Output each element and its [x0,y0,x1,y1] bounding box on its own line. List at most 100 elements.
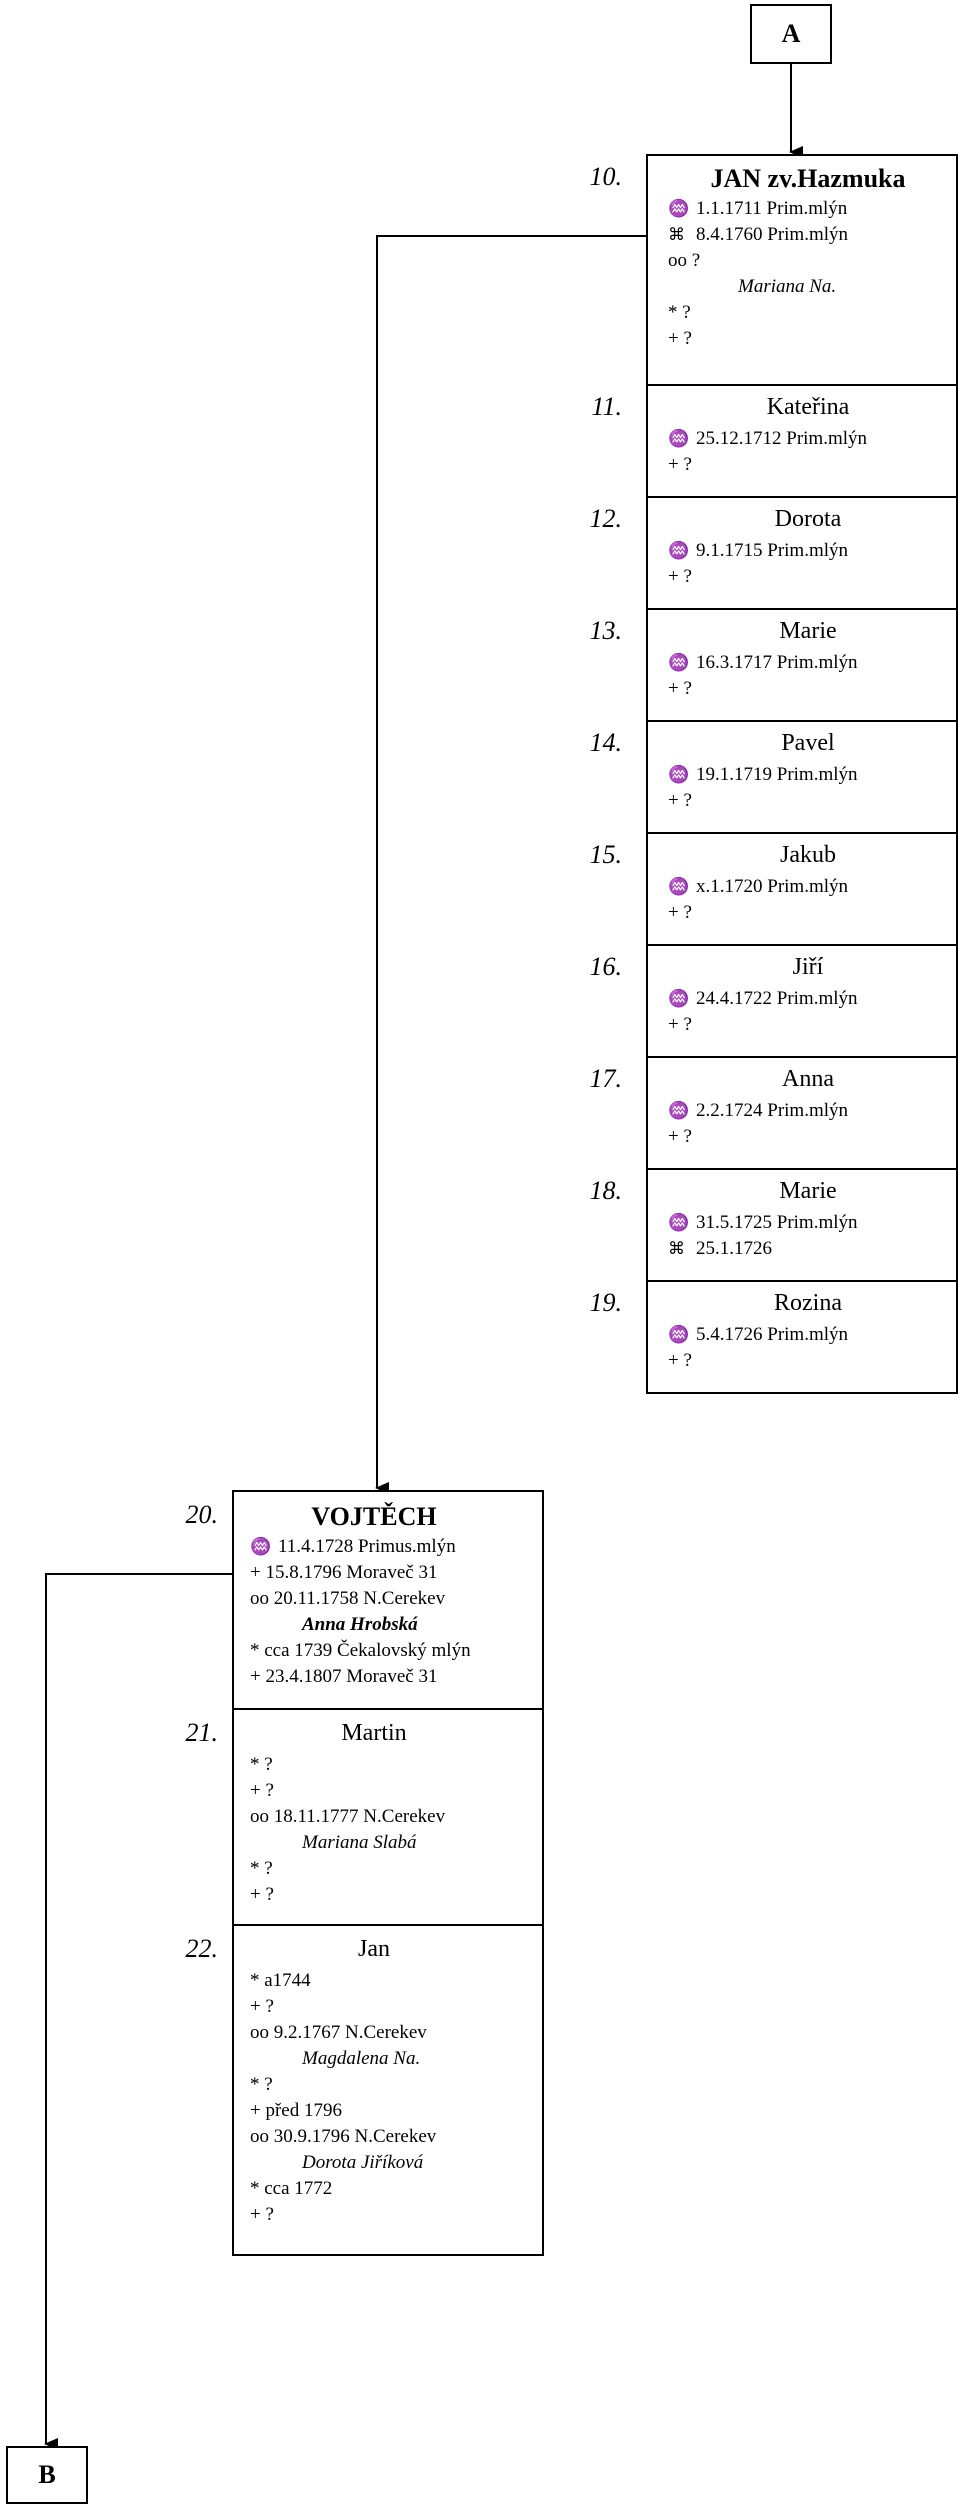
record-text: + ? [250,1996,274,2017]
person-name: Jakub [780,842,836,868]
person-name: Jan [358,1936,390,1962]
baptism-symbol-icon: ♒ [668,989,690,1008]
record-line: oo 18.11.1777 N.Cerekev [250,1806,445,1828]
record-text: x.1.1720 Prim.mlýn [696,876,849,897]
marker-a-label: A [781,19,801,48]
person-name: VOJTĚCH [311,1502,437,1531]
person-entry: Marie ♒ 31.5.1725 Prim.mlýn ⌘ 25.1.1726 [648,1170,956,1282]
person-name: Rozina [774,1290,842,1316]
record-text: 25.12.1712 Prim.mlýn [696,428,868,449]
record-line: + ? [668,1014,692,1036]
baptism-symbol-icon: ♒ [668,1213,690,1232]
record-line: ♒11.4.1728 Primus.mlýn [250,1536,456,1558]
record-text: + ? [668,902,692,923]
record-line: * ? [250,1858,273,1880]
record-text: 25.1.1726 [696,1238,772,1259]
record-line: ♒ x.1.1720 Prim.mlýn [668,876,848,898]
record-line: ♒1.1.1711 Prim.mlýn [668,198,847,220]
record-text: + ? [668,1350,692,1371]
record-text: + ? [668,790,692,811]
record-text: 5.4.1726 Prim.mlýn [696,1324,849,1345]
person-number: 15. [589,840,623,869]
record-line: + ? [250,1780,274,1802]
baptism-symbol-icon: ♒ [668,1101,690,1120]
record-line: ♒ 31.5.1725 Prim.mlýn [668,1212,858,1234]
record-line: + ? [668,328,692,350]
record-text: Dorota Jiříková [302,2152,424,2173]
death-symbol-icon: ⌘ [668,225,685,244]
baptism-symbol-icon: ♒ [668,429,690,448]
spouse-name: Dorota Jiříková [302,2152,423,2174]
record-text: + ? [668,566,692,587]
baptism-symbol-icon: ♒ [668,653,690,672]
person-name: JAN zv.Hazmuka [710,164,906,193]
person-entry: Rozina ♒5.4.1726 Prim.mlýn + ? [648,1282,956,1396]
person-number: 11. [591,392,622,421]
record-line: + ? [250,1996,274,2018]
record-text: 16.3.1717 Prim.mlýn [696,652,858,673]
record-line: ♒19.1.1719 Prim.mlýn [668,764,858,786]
family-panel-upper: JAN zv.Hazmuka ♒1.1.1711 Prim.mlýn ⌘8.4.17… [646,154,958,1394]
record-line: oo ? [668,250,700,272]
record-text: 2.2.1724 Prim.mlýn [696,1100,849,1121]
record-line: ♒ 16.3.1717 Prim.mlýn [668,652,858,674]
person-name: Marie [779,618,837,644]
record-text: 9.1.1715 Prim.mlýn [696,540,849,561]
person-entry: VOJTĚCH ♒11.4.1728 Primus.mlýn + 15.8.1796… [234,1492,542,1710]
record-line: + ? [668,1350,692,1372]
record-text: * ? [250,1754,273,1775]
person-entry: JAN zv.Hazmuka ♒1.1.1711 Prim.mlýn ⌘8.4.17… [648,156,956,386]
record-line: + 15.8.1796 Moraveč 31 [250,1562,438,1584]
record-text: + před 1796 [250,2100,342,2121]
person-name: Jiří [792,954,824,980]
record-line: + ? [668,454,692,476]
record-line: ⌘8.4.1760 Prim.mlýn [668,224,848,246]
record-text: oo 20.11.1758 N.Cerekev [250,1588,446,1609]
person-name: Martin [341,1720,407,1746]
family-panel-lower: VOJTĚCH ♒11.4.1728 Primus.mlýn + 15.8.1796… [232,1490,544,2256]
record-line: * cca 1739 Čekalovský mlýn [250,1640,471,1662]
marker-box-a: A [750,4,832,64]
record-text: + ? [668,454,692,475]
record-line: oo 30.9.1796 N.Cerekev [250,2126,436,2148]
person-number: 10. [589,162,623,191]
marker-box-b: B [6,2446,88,2504]
record-text: + ? [668,1014,692,1035]
record-text: + 15.8.1796 Moraveč 31 [250,1562,438,1583]
record-line: + ? [668,1126,692,1148]
record-text: Mariana Slabá [302,1832,417,1853]
spouse-name: Mariana Slabá [302,1832,417,1854]
record-line: * ? [250,2074,273,2096]
death-symbol-icon: ⌘ [668,1239,685,1258]
record-text: + ? [250,1780,274,1801]
spouse-name: Magdalena Na. [302,2048,420,2070]
person-name: Pavel [781,730,835,756]
person-name: Marie [779,1178,837,1204]
person-number: 14. [589,728,623,757]
record-text: oo 30.9.1796 N.Cerekev [250,2126,437,2147]
baptism-symbol-icon: ♒ [668,877,690,896]
person-number: 16. [589,952,623,981]
person-entry: Dorota♒9.1.1715 Prim.mlýn+ ? [648,498,956,610]
record-text: + 23.4.1807 Moraveč 31 [250,1666,438,1687]
record-text: Anna Hrobská [302,1614,418,1635]
person-entry: Marie♒16.3.1717 Prim.mlýn+ ? [648,610,956,722]
record-text: 19.1.1719 Prim.mlýn [696,764,858,785]
person-entry: Kateřina♒25.12.1712 Prim.mlýn+ ? [648,386,956,498]
record-line: + ? [668,902,692,924]
person-number: 21. [185,1718,219,1747]
record-text: oo 9.2.1767 N.Cerekev [250,2022,427,2043]
record-line: oo 20.11.1758 N.Cerekev [250,1588,445,1610]
record-text: 31.5.1725 Prim.mlýn [696,1212,858,1233]
record-text: * ? [668,302,691,323]
record-text: * cca 1739 Čekalovský mlýn [250,1640,471,1661]
record-line: ♒5.4.1726 Prim.mlýn [668,1324,848,1346]
record-line: ♒24.4.1722 Prim.mlýn [668,988,858,1010]
record-text: + ? [250,1884,274,1905]
record-text: * ? [250,2074,273,2095]
record-line: ⌘ 25.1.1726 [668,1238,772,1260]
person-name: Dorota [774,506,842,532]
record-text: oo 18.11.1777 N.Cerekev [250,1806,446,1827]
